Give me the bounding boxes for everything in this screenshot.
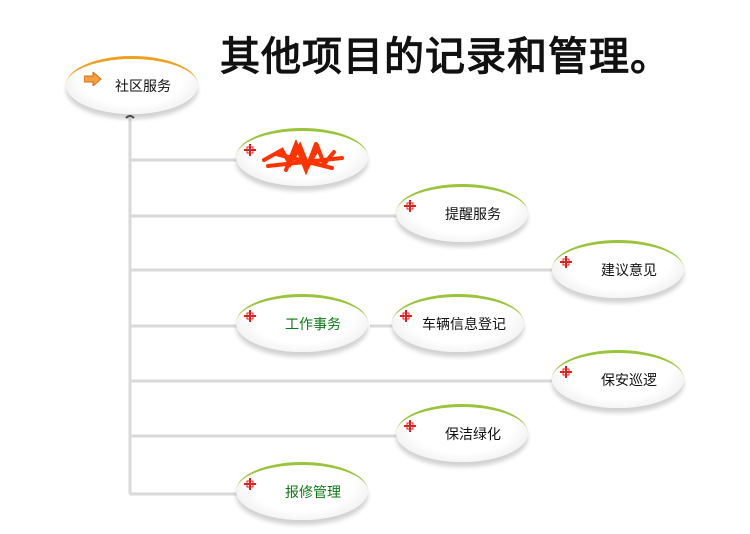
cross-marker-icon (400, 310, 412, 322)
node-label: 建议意见 (601, 263, 657, 279)
node-label: 车辆信息登记 (422, 317, 506, 333)
root-label: 社区服务 (115, 79, 171, 95)
cross-marker-icon (244, 144, 256, 156)
cross-marker-icon (560, 366, 572, 378)
page-title: 其他项目的记录和管理。 (220, 34, 671, 80)
cross-marker-icon (244, 310, 256, 322)
node-label: 保安巡逻 (601, 373, 657, 389)
cross-marker-icon (404, 200, 416, 212)
node-work-affairs: 工作事务 (236, 294, 368, 356)
cross-marker-icon (560, 256, 572, 268)
node-label: 工作事务 (285, 317, 341, 333)
scribble-mark (262, 140, 344, 176)
root-node: 社区服务 (66, 56, 198, 118)
node-reminder-service: 提醒服务 (396, 184, 528, 246)
arrow-right-icon (84, 72, 102, 86)
node-repair-management: 报修管理 (236, 462, 368, 524)
cross-marker-icon (404, 420, 416, 432)
node-suggestions: 建议意见 (552, 240, 684, 302)
node-label: 报修管理 (285, 485, 341, 501)
node-vehicle-registration: 车辆信息登记 (392, 294, 524, 356)
node-security-patrol: 保安巡逻 (552, 350, 684, 412)
node-cleaning-greening: 保洁绿化 (396, 404, 528, 466)
node-label: 保洁绿化 (445, 427, 501, 443)
node-label: 提醒服务 (445, 207, 501, 223)
cross-marker-icon (244, 478, 256, 490)
